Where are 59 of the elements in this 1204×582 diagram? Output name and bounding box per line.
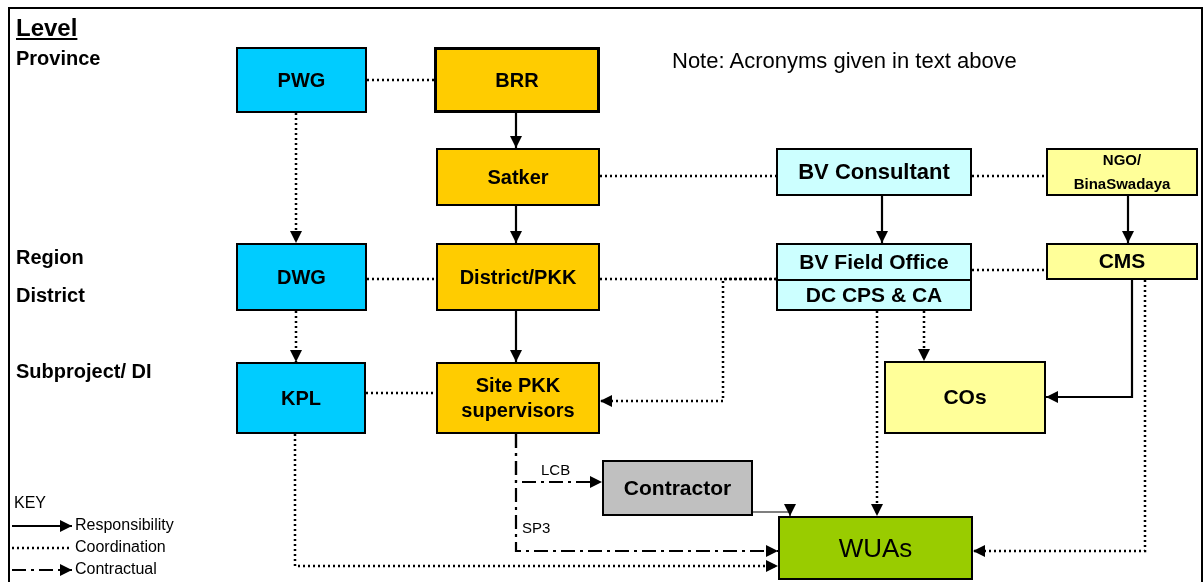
level-label: Province (16, 47, 101, 70)
box-label: KPL (281, 385, 321, 411)
connector-line (972, 174, 1046, 178)
note-text: Note: Acronyms given in text above (672, 48, 1017, 74)
org-box (776, 243, 972, 281)
arrow (1046, 280, 1134, 403)
legend-label: Coordination (75, 538, 166, 556)
heading: Level (16, 14, 78, 42)
level-label: District (16, 284, 85, 307)
arrow (600, 277, 776, 407)
box-label: Contractor (623, 474, 732, 501)
box-label: BV Consultant (798, 158, 950, 186)
box-label: Site PKK supervisors (460, 373, 576, 423)
org-box (884, 361, 1046, 434)
box-label: Satker (487, 164, 549, 190)
org-box (236, 47, 367, 113)
level-label: Subproject/ DI (16, 360, 152, 383)
arrow (752, 504, 796, 517)
box-label: NGO/ BinaSwadaya (1072, 150, 1172, 194)
arrow (973, 280, 1147, 557)
org-box (236, 362, 366, 434)
legend-label: Contractual (75, 560, 157, 578)
connector-line (366, 391, 436, 395)
org-box (436, 243, 600, 311)
box-label: BV Field Office (799, 248, 949, 275)
box-label: CMS (1098, 248, 1146, 275)
box-label: COs (943, 384, 987, 411)
box-label: District/PKK (459, 264, 577, 290)
arrow (514, 434, 778, 557)
org-box (436, 148, 600, 206)
org-box (1046, 243, 1198, 280)
org-box (776, 148, 972, 196)
org-box (1046, 148, 1198, 196)
legend-title: KEY (14, 494, 46, 512)
org-box (436, 362, 600, 434)
arrow (510, 206, 522, 243)
org-box (434, 47, 600, 113)
connector-line (367, 78, 434, 82)
box-label: DC CPS & CA (805, 281, 943, 308)
box-label: PWG (277, 67, 326, 93)
org-box (602, 460, 753, 516)
arrow (510, 113, 522, 148)
arrow (1122, 196, 1134, 243)
box-label: BRR (495, 67, 539, 93)
arrow (290, 113, 302, 243)
arrow (876, 196, 888, 243)
org-box (778, 516, 973, 580)
connector-line (972, 268, 1046, 272)
arrow (510, 311, 522, 362)
box-label: DWG (277, 264, 326, 290)
box-label: WUAs (838, 531, 913, 565)
arrow (871, 311, 883, 516)
arrow (918, 311, 930, 361)
legend-label: Responsibility (75, 516, 174, 534)
arrow (290, 311, 302, 362)
org-box (236, 243, 367, 311)
org-box (776, 279, 972, 311)
level-label: Region (16, 246, 84, 269)
arrow (293, 434, 778, 572)
